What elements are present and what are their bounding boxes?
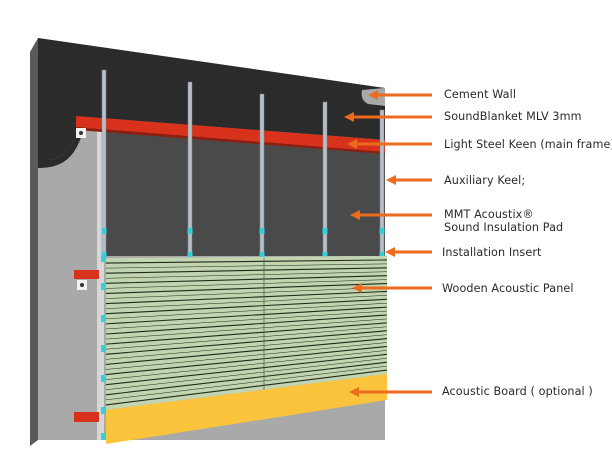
installation-insert-clip (101, 283, 106, 290)
wood-slat-line (105, 263, 388, 269)
callout-arrow-head (349, 387, 359, 397)
auxiliary-keel-rod (379, 109, 385, 259)
installation-insert-clip (101, 345, 106, 352)
installation-insert-clip (101, 407, 106, 414)
sound-blanket-layer (38, 38, 385, 160)
wood-slat-line (105, 322, 388, 345)
callout-insulation-pad: MMT Acoustix® (444, 208, 534, 221)
wood-slat-line (105, 345, 388, 376)
callout-arrow-head (368, 90, 378, 100)
wall-brackets (74, 128, 99, 422)
wood-slat-line (105, 302, 388, 320)
wood-slat-line (105, 350, 388, 380)
callout-arrow-head (352, 283, 362, 293)
installation-inserts (101, 255, 106, 440)
edge-trim (97, 122, 104, 440)
wood-slat-line (105, 287, 388, 299)
wood-slat-line (105, 271, 388, 279)
wood-slat-line (105, 326, 388, 350)
wood-slat-line (105, 334, 388, 360)
keel-insert (101, 252, 107, 257)
callout-arrow-head (344, 112, 354, 122)
keel-clip (259, 228, 265, 234)
wood-slat-line (105, 342, 388, 370)
callout-acoustic-board: Acoustic Board ( optional ) (442, 385, 593, 398)
callout-arrows (344, 90, 432, 397)
installation-insert-clip (101, 375, 106, 382)
callout-main-frame: Light Steel Keen (main frame) (444, 138, 612, 151)
keel-insert (322, 252, 328, 257)
keel-clip (379, 228, 385, 234)
wood-slat-line (105, 290, 388, 305)
wood-slat-line (105, 361, 388, 396)
cement-wall-side (30, 38, 38, 446)
keel-insert (379, 252, 385, 257)
callout-sound-blanket: SoundBlanket MLV 3mm (444, 110, 582, 123)
wood-slat-line (105, 259, 388, 264)
keel-insert (187, 252, 193, 257)
wood-slat-line (105, 353, 388, 386)
callout-arrow-head (385, 247, 395, 257)
wood-slat-line (105, 330, 388, 355)
installation-insert-clip (101, 255, 106, 262)
installation-insert-clip (101, 433, 106, 440)
acoustic-board (106, 374, 387, 444)
wood-slat-line (105, 314, 388, 335)
main-frame-beam (76, 116, 385, 152)
wood-slat-lines (105, 259, 388, 406)
wood-slat-line (105, 267, 388, 274)
callout-arrow-head (350, 210, 360, 220)
wood-slat-line (105, 295, 388, 309)
wood-slat-line (105, 318, 388, 340)
wood-slat-line (105, 275, 388, 284)
auxiliary-keel-rod (322, 101, 328, 259)
wood-slat-line (105, 369, 388, 406)
callout-arrow-head (386, 175, 396, 185)
wood-slat-line (105, 365, 388, 401)
keel-clip (101, 228, 107, 234)
bracket-mid-beam (74, 270, 99, 279)
callout-auxiliary-keel: Auxiliary Keel; (444, 174, 526, 187)
wooden-acoustic-panel (105, 256, 388, 418)
callout-insulation-pad-line2: Sound Insulation Pad (444, 221, 564, 234)
wood-slat-line (105, 310, 388, 330)
bracket-mid-bolt (80, 283, 84, 287)
wood-slat-line (105, 338, 388, 365)
callout-wooden-panel: Wooden Acoustic Panel (442, 282, 574, 295)
bracket-bottom-beam (74, 412, 99, 422)
wood-slat-line (105, 298, 388, 315)
keel-clip (187, 228, 193, 234)
wood-slat-line (105, 282, 388, 295)
callout-installation-insert: Installation Insert (442, 246, 542, 259)
wood-slat-line (105, 358, 388, 390)
insulation-pad-layer (100, 120, 385, 256)
callout-arrow-head (347, 139, 357, 149)
wood-slat-line (105, 306, 388, 325)
wood-slat-line (105, 279, 388, 289)
bracket-top-bolt (79, 131, 83, 135)
installation-insert-clip (101, 315, 106, 322)
main-frame-beam-shadow (76, 127, 385, 154)
callout-cement-wall: Cement Wall (444, 88, 517, 101)
keel-insert (259, 252, 265, 257)
keel-clip (322, 228, 328, 234)
